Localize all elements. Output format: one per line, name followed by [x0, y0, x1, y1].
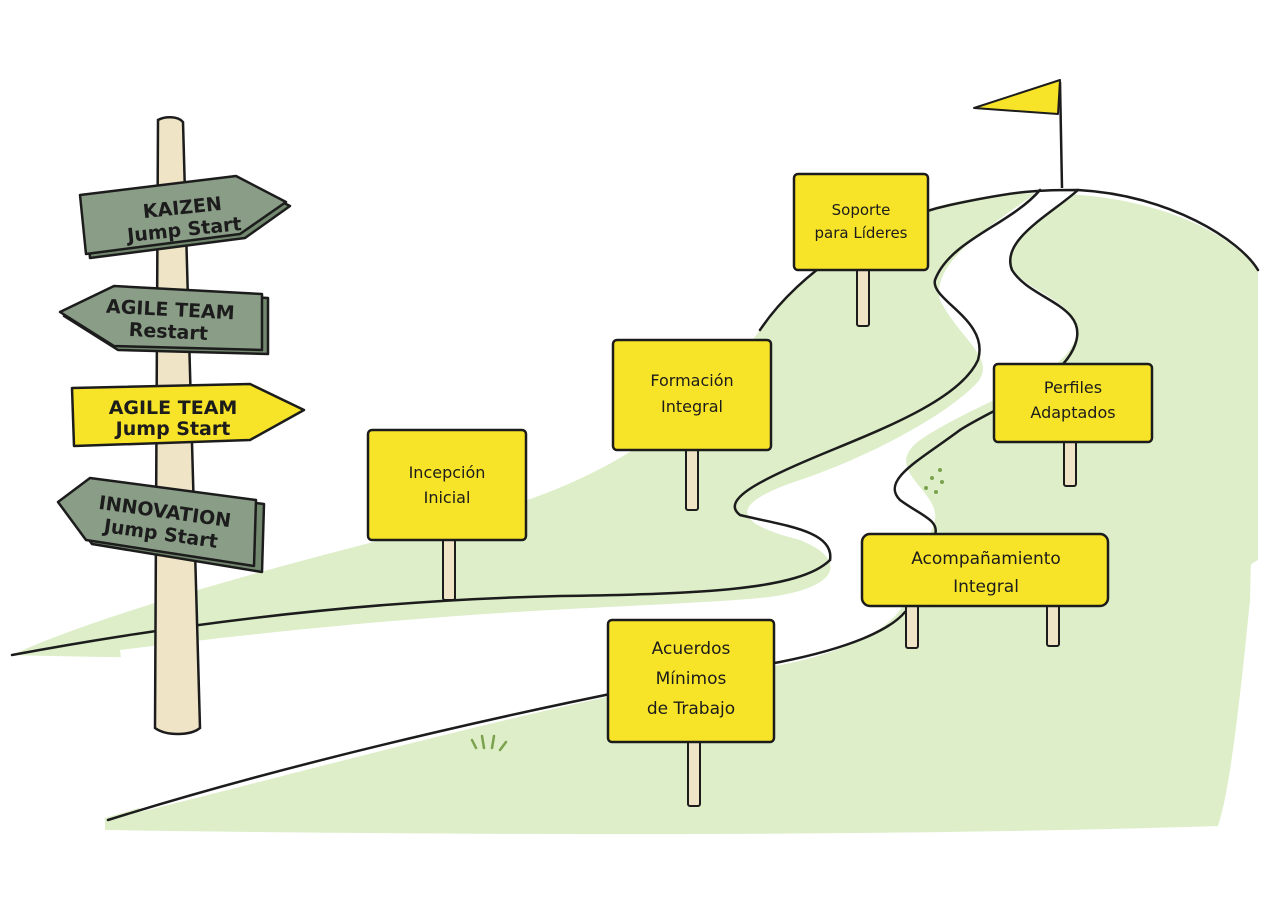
winding-path [120, 190, 1078, 812]
arrow-sign-agile-restart: AGILE TEAM Restart [58, 284, 270, 356]
arrow-sign-innovation: INNOVATION Jump Start [56, 476, 266, 574]
sign-acuerdos: Acuerdos Mínimos de Trabajo [606, 618, 776, 807]
sign-perfiles: Perfiles Adaptados [992, 362, 1154, 487]
sign-perfiles-line2: Adaptados [1030, 403, 1115, 422]
sign-incepcion-line2: Inicial [424, 488, 471, 507]
sign-formacion: Formación Integral [611, 338, 773, 511]
grass-tuft-icon [470, 734, 508, 752]
sign-incepcion: Incepción Inicial [366, 428, 528, 601]
signpost: KAIZEN Jump Start AGILE TEAM Restart AGI… [56, 116, 306, 736]
arrow-sign-kaizen: KAIZEN Jump Start [78, 174, 292, 260]
sign-acompanamiento-line1: Acompañamiento [911, 549, 1061, 569]
front-hill [105, 270, 1258, 835]
arrow-agile-jumpstart-line1: AGILE TEAM [109, 397, 238, 419]
sign-acuerdos-line2: Mínimos [656, 669, 727, 689]
sign-formacion-line1: Formación [650, 371, 733, 390]
summit-flag-icon [973, 79, 1064, 189]
sign-incepcion-line1: Incepción [409, 463, 486, 482]
sign-acompanamiento: Acompañamiento Integral [860, 532, 1110, 649]
sign-soporte-line1: Soporte [832, 201, 891, 219]
grass-dots-icon [924, 468, 944, 494]
arrow-sign-agile-jumpstart: AGILE TEAM Jump Start [70, 382, 306, 448]
sign-perfiles-line1: Perfiles [1044, 378, 1102, 397]
sign-acuerdos-line1: Acuerdos [652, 639, 731, 659]
sign-soporte: Soporte para Líderes [792, 172, 930, 327]
arrow-agile-restart-line2: Restart [128, 319, 208, 345]
sign-acompanamiento-line2: Integral [953, 577, 1019, 597]
sign-acuerdos-line3: de Trabajo [647, 699, 735, 719]
sign-soporte-line2: para Líderes [815, 224, 908, 242]
arrow-agile-jumpstart-line2: Jump Start [114, 418, 231, 440]
sign-formacion-line2: Integral [661, 397, 723, 416]
